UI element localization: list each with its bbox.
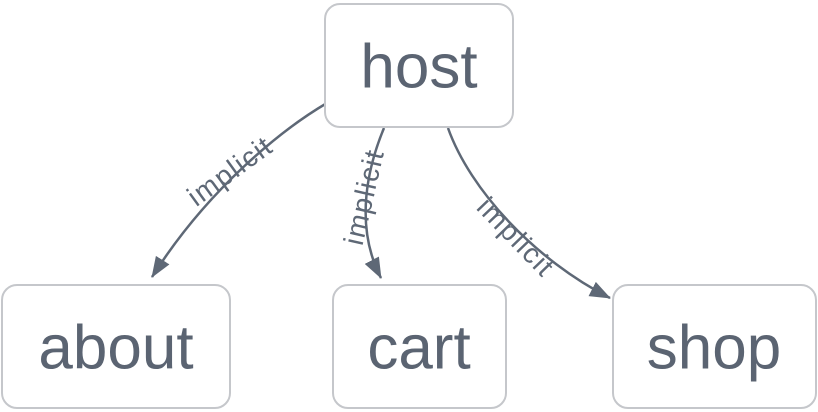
node-shop-label: shop [647, 314, 781, 383]
edge-group [150, 101, 611, 300]
node-shop-box [612, 284, 817, 409]
node-cart-label: cart [367, 314, 470, 383]
edge-label-host-cart: implicit [338, 146, 390, 248]
edge-label-group: implicit implicit implicit [181, 130, 561, 283]
node-about[interactable]: about [1, 284, 231, 409]
node-cart[interactable]: cart [332, 284, 507, 409]
node-cart-box [332, 284, 507, 409]
edge-host-cart [364, 127, 386, 279]
edge-label-host-shop: implicit [471, 191, 561, 283]
node-shop[interactable]: shop [612, 284, 817, 409]
node-about-label: about [38, 314, 193, 383]
node-host[interactable]: host [324, 3, 514, 128]
edge-host-about [150, 101, 328, 278]
node-host-label: host [360, 33, 477, 102]
edge-host-shop [446, 127, 611, 300]
edge-label-host-about: implicit [181, 130, 278, 212]
node-host-box [324, 3, 514, 128]
node-about-box [1, 284, 231, 409]
